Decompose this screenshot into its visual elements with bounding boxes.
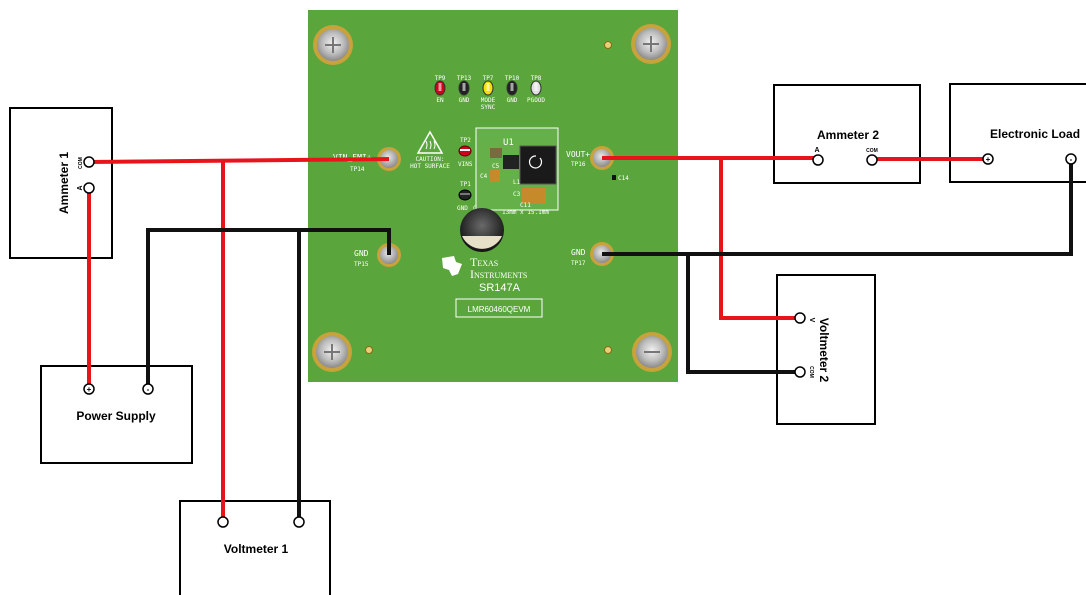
black-wires: [146, 159, 1073, 522]
terminals: + - + -: [83, 153, 1077, 528]
ammeter-2-com-terminal[interactable]: [866, 154, 878, 166]
ammeter-2-com-label: COM: [866, 148, 878, 154]
ammeter-1-com-terminal[interactable]: [83, 156, 95, 168]
ti-line-1: Texas: [470, 255, 498, 269]
via-hole: [365, 346, 373, 354]
gnd-right-tp-label: TP17: [571, 260, 586, 267]
standoff-top-right: [631, 24, 671, 64]
gnd-left-label: GND: [354, 249, 369, 258]
caution-line-2: HOT SURFACE: [410, 163, 450, 170]
c3-label: C3: [513, 191, 521, 198]
electronic-load-box: Electronic Load: [949, 83, 1086, 183]
converter-layout: U1 L1 C3 C5 C4 C11 13mm x 15.1mm C14: [475, 127, 629, 216]
voltmeter-2-v-terminal[interactable]: [794, 312, 806, 324]
psu-minus-sign: -: [147, 385, 150, 394]
standoff-bottom-left: [312, 332, 352, 372]
wire-vout-to-voltmeter2-plus: [719, 158, 800, 320]
tp-name-label: SYNC: [481, 104, 496, 111]
tp2-vins[interactable]: TP2 VINS: [458, 137, 473, 168]
psu-plus-terminal[interactable]: +: [83, 383, 95, 395]
bulk-capacitor: [460, 208, 504, 252]
voltmeter-2-com-label: COM: [808, 366, 814, 378]
standoff-bottom-right: [632, 332, 672, 372]
eload-minus-terminal[interactable]: -: [1065, 153, 1077, 165]
tp1-label: TP1: [460, 181, 471, 188]
via-hole: [604, 41, 612, 49]
psu-plus-sign: +: [87, 385, 92, 394]
gnd-small-label: GND: [457, 205, 468, 212]
c14-label: C14: [618, 175, 629, 182]
tp-id-label: TP10: [505, 75, 520, 82]
voltmeter-1-box: Voltmeter 1: [179, 500, 331, 595]
size-note: 13mm x 15.1mm: [502, 209, 549, 216]
part-number-box: [455, 298, 543, 318]
ammeter-2-a-label: A: [814, 147, 819, 154]
red-wires: [87, 156, 988, 522]
voltmeter-1-com-terminal[interactable]: [293, 516, 305, 528]
voltmeter-1-label: Voltmeter 1: [224, 542, 289, 556]
voltmeter-2-v-label: V: [808, 318, 815, 323]
l1-label: L1: [513, 179, 521, 186]
wire-gnd-to-voltmeter2-minus: [686, 254, 800, 374]
standoff-top-left: [313, 25, 353, 65]
eload-plus-terminal[interactable]: +: [982, 153, 994, 165]
ammeter-2-a-terminal[interactable]: [812, 154, 824, 166]
tp-id-label: TP13: [457, 75, 472, 82]
caution-hot-surface-icon: CAUTION: HOT SURFACE: [410, 130, 450, 170]
gnd-left-tp-label: TP15: [354, 261, 369, 268]
part-number: LMR60460QEVM: [468, 305, 531, 314]
wire-ammeter1-to-vin: [88, 157, 390, 164]
voltmeter-2-com-terminal[interactable]: [794, 366, 806, 378]
vins-label: VINS: [458, 161, 473, 168]
tp-name-label: GND: [459, 97, 470, 104]
vout-label: VOUT+: [566, 150, 590, 159]
ammeter-1-com-label: COM: [78, 157, 84, 169]
ammeter-2-label: Ammeter 2: [817, 128, 879, 142]
ammeter-1-label: Ammeter 1: [57, 152, 71, 214]
tp-id-label: TP9: [435, 75, 446, 82]
voltmeter-1-v-terminal[interactable]: [217, 516, 229, 528]
tp-id-label: TP8: [531, 75, 542, 82]
via-hole: [604, 346, 612, 354]
vout-tp-label: TP16: [571, 161, 586, 168]
ammeter-1-a-label: A: [77, 185, 84, 190]
c4-label: C4: [480, 173, 488, 180]
revision-label: SR147A: [479, 282, 521, 294]
gnd-right-label: GND: [571, 248, 586, 257]
eload-plus-sign: +: [986, 155, 991, 164]
ammeter-1-a-terminal[interactable]: [83, 182, 95, 194]
ammeter-1-box: Ammeter 1 COM A: [9, 107, 113, 259]
tp-name-label: EN: [436, 97, 444, 104]
eload-minus-sign: -: [1070, 155, 1073, 164]
ti-logo: Texas Instruments: [442, 255, 527, 281]
electronic-load-label: Electronic Load: [990, 127, 1080, 141]
wire-gnd-to-eload-minus: [602, 159, 1073, 256]
vin-tp-label: TP14: [350, 166, 365, 173]
caution-line-1: CAUTION:: [416, 156, 445, 163]
tp-name-label: PGOOD: [527, 97, 545, 104]
tp-id-label: TP7: [483, 75, 494, 82]
psu-minus-terminal[interactable]: -: [142, 383, 154, 395]
power-supply-label: Power Supply: [76, 409, 156, 423]
voltmeter-2-box: Voltmeter 2 V COM: [776, 274, 876, 425]
tp-name-label: GND: [507, 97, 518, 104]
u1-label: U1: [503, 138, 514, 148]
voltmeter-2-label: Voltmeter 2: [817, 318, 831, 383]
power-supply-box: Power Supply: [40, 365, 193, 464]
c5-label: C5: [492, 163, 500, 170]
ammeter-2-box: Ammeter 2 A COM: [773, 84, 921, 184]
tp2-label: TP2: [460, 137, 471, 144]
c11-label: C11: [520, 202, 531, 209]
ti-line-2: Instruments: [470, 267, 527, 281]
tp-name-label: MODE: [481, 97, 496, 104]
wire-psu-minus-to-gnd: [146, 228, 391, 389]
